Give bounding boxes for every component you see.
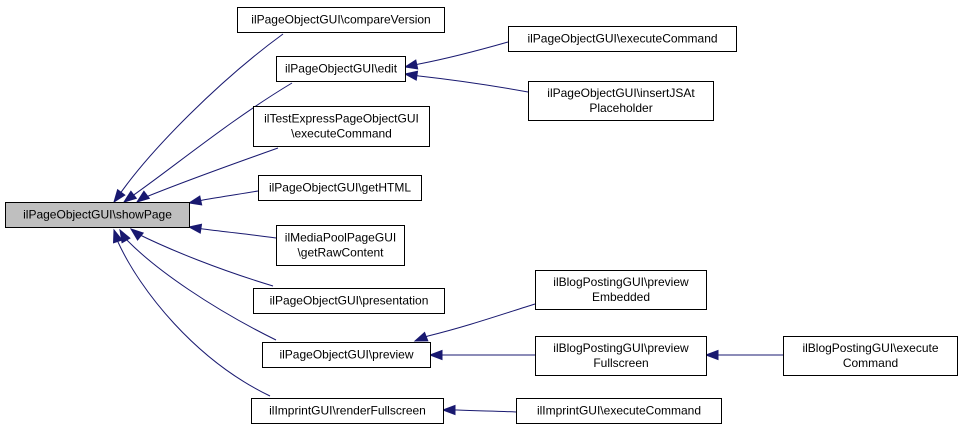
node-label: ilImprintGUI\renderFullscreen	[269, 404, 426, 418]
arrowhead-icon	[135, 190, 151, 203]
edge-line	[113, 229, 271, 397]
node-box	[262, 342, 431, 368]
node-label: ilPageObjectGUI\showPage	[23, 208, 172, 222]
node-label: ilBlogPostingGUI\preview	[553, 275, 689, 289]
node-box	[253, 106, 430, 147]
edge-line	[136, 147, 279, 203]
node-box	[251, 398, 444, 424]
node-label: ilPageObjectGUI\getHTML	[269, 181, 411, 195]
edge-executeCommand-to-edit	[403, 41, 509, 70]
node-label: ilPageObjectGUI\compareVersion	[251, 13, 430, 27]
edge-previewFullscreen-to-preview	[428, 349, 535, 361]
node-label: ilBlogPostingGUI\preview	[553, 341, 689, 355]
edge-previewEmbedded-to-preview	[413, 303, 536, 342]
arrowhead-icon	[403, 70, 419, 81]
node-executeCommand[interactable]: ilPageObjectGUI\executeCommand	[508, 26, 737, 52]
edge-renderFullscreen-to-root	[112, 228, 271, 397]
node-label: ilPageObjectGUI\preview	[279, 348, 413, 362]
node-label: ilPageObjectGUI\executeCommand	[527, 32, 717, 46]
node-label: Command	[843, 356, 898, 370]
node-box	[276, 56, 406, 82]
node-box	[508, 26, 737, 52]
edge-line	[443, 409, 517, 413]
arrowhead-icon	[122, 190, 138, 203]
edge-line	[404, 73, 529, 93]
edges-layer	[112, 33, 783, 416]
edge-presentation-to-root	[129, 228, 274, 287]
edge-line	[123, 82, 293, 203]
edge-compareVersion-to-root	[113, 33, 284, 204]
edge-edit-to-root	[122, 82, 293, 203]
arrowhead-icon	[187, 223, 203, 234]
edge-line	[188, 226, 277, 239]
node-testExpressExecuteCommand[interactable]: ilTestExpressPageObjectGUI\executeComman…	[253, 106, 430, 147]
arrowhead-icon	[119, 228, 131, 244]
node-label: ilImprintGUI\executeCommand	[537, 404, 701, 418]
node-box	[258, 175, 422, 201]
nodes-layer: ilPageObjectGUI\showPage ilPageObjectGUI\…	[5, 7, 958, 424]
node-getHTML[interactable]: ilPageObjectGUI\getHTML	[258, 175, 422, 201]
node-box	[276, 225, 405, 266]
arrowhead-icon	[112, 228, 123, 244]
node-label: ilMediaPoolPageGUI	[285, 231, 396, 245]
edge-imprintExecuteCommand-to-renderFullscreen	[441, 404, 517, 416]
node-box	[5, 202, 190, 228]
edge-getRawContent-to-root	[187, 223, 277, 239]
edge-testExpressExecuteCommand-to-root	[135, 147, 279, 203]
arrowhead-icon	[187, 195, 203, 206]
node-preview[interactable]: ilPageObjectGUI\preview	[262, 342, 431, 368]
node-box	[535, 270, 707, 310]
edge-blogExecuteCommand-to-previewFullscreen	[704, 349, 783, 361]
edge-getHTML-to-root	[187, 190, 259, 206]
node-renderFullscreen[interactable]: ilImprintGUI\renderFullscreen	[251, 398, 444, 424]
edge-preview-to-root	[119, 228, 277, 341]
node-getRawContent[interactable]: ilMediaPoolPageGUI\getRawContent	[276, 225, 405, 266]
node-box	[528, 81, 714, 121]
node-box	[253, 288, 445, 314]
node-label: ilPageObjectGUI\edit	[285, 62, 398, 76]
node-blogExecuteCommand[interactable]: ilBlogPostingGUI\executeCommand	[783, 336, 958, 376]
node-label: \executeCommand	[291, 127, 392, 141]
arrowhead-icon	[441, 404, 456, 416]
arrowhead-icon	[129, 228, 145, 241]
arrowhead-icon	[413, 331, 429, 342]
arrowhead-icon	[113, 188, 126, 204]
node-label: ilBlogPostingGUI\execute	[802, 341, 938, 355]
arrowhead-icon	[428, 349, 443, 361]
edge-line	[404, 41, 509, 68]
edge-line	[414, 303, 536, 342]
node-label: \getRawContent	[297, 246, 384, 260]
node-root[interactable]: ilPageObjectGUI\showPage	[5, 202, 190, 228]
edge-line	[130, 228, 274, 287]
node-edit[interactable]: ilPageObjectGUI\edit	[276, 56, 406, 82]
node-label: Placeholder	[589, 101, 652, 115]
node-imprintExecuteCommand[interactable]: ilImprintGUI\executeCommand	[516, 398, 722, 424]
node-presentation[interactable]: ilPageObjectGUI\presentation	[253, 288, 445, 314]
edge-line	[119, 229, 277, 341]
node-label: Fullscreen	[593, 356, 648, 370]
arrowhead-icon	[403, 59, 419, 70]
node-compareVersion[interactable]: ilPageObjectGUI\compareVersion	[237, 7, 445, 33]
node-label: ilTestExpressPageObjectGUI	[264, 112, 419, 126]
node-label: ilPageObjectGUI\insertJSAt	[547, 86, 695, 100]
edge-line	[113, 33, 284, 203]
node-box	[783, 336, 958, 376]
edge-insertJSAtPlaceholder-to-edit	[403, 70, 529, 93]
node-box	[237, 7, 445, 33]
node-label: Embedded	[592, 290, 650, 304]
edge-line	[188, 190, 259, 204]
node-label: ilPageObjectGUI\presentation	[270, 294, 429, 308]
node-box	[516, 398, 722, 424]
node-box	[535, 336, 707, 376]
arrowhead-icon	[704, 349, 719, 361]
